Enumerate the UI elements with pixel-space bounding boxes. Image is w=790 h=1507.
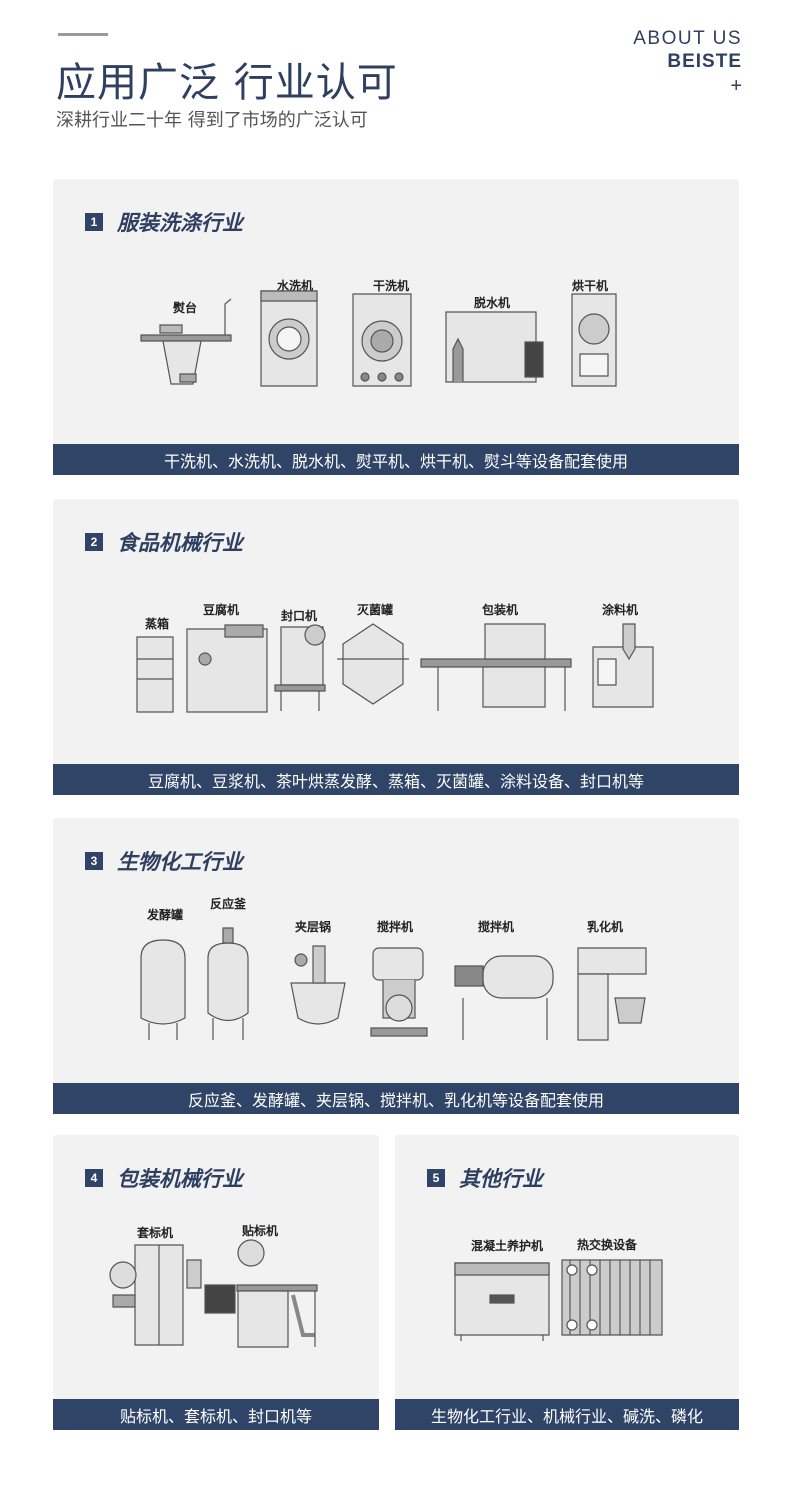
machine-label: 反应釜 xyxy=(210,897,247,911)
section-header: 5 其他行业 xyxy=(427,1163,543,1193)
machine-label: 发酵罐 xyxy=(147,908,184,922)
machine-label: 水洗机 xyxy=(277,279,314,293)
page-subtitle: 深耕行业二十年 得到了市场的广泛认可 xyxy=(56,110,368,131)
machine-label: 套标机 xyxy=(137,1226,174,1240)
section-header: 4 包装机械行业 xyxy=(85,1163,243,1193)
machine-label: 蒸箱 xyxy=(145,617,170,631)
machine-label: 包装机 xyxy=(482,603,519,617)
section-header: 1 服装洗涤行业 xyxy=(85,207,243,237)
section-caption: 豆腐机、豆浆机、茶叶烘蒸发酵、蒸箱、灭菌罐、涂料设备、封口机等 xyxy=(53,764,739,795)
laundry-machines-illustration xyxy=(53,179,739,444)
section-title: 生物化工行业 xyxy=(117,850,243,874)
packaging-machines-illustration xyxy=(53,1135,379,1399)
other-equipment-illustration xyxy=(395,1135,739,1399)
machine-label: 热交换设备 xyxy=(577,1238,638,1252)
section-caption: 反应釜、发酵罐、夹层锅、搅拌机、乳化机等设备配套使用 xyxy=(53,1083,739,1114)
section-other: 5 其他行业 混凝土养护机 热交换设备 生物化工行业、机械行业、碱洗、磷化 xyxy=(395,1135,739,1430)
page-title: 应用广泛 行业认可 xyxy=(56,60,398,106)
section-caption: 贴标机、套标机、封口机等 xyxy=(53,1399,379,1430)
section-title: 其他行业 xyxy=(459,1167,543,1191)
machine-label: 涂料机 xyxy=(602,603,639,617)
about-us-label: ABOUT US xyxy=(633,28,742,49)
section-title: 服装洗涤行业 xyxy=(117,211,243,235)
section-number: 1 xyxy=(85,213,103,231)
section-title: 包装机械行业 xyxy=(117,1167,243,1191)
machine-label: 灭菌罐 xyxy=(357,603,394,617)
machine-label: 豆腐机 xyxy=(203,603,240,617)
section-title: 食品机械行业 xyxy=(117,531,243,555)
brand-name: BEISTE xyxy=(667,51,742,72)
machine-label: 脱水机 xyxy=(474,296,511,310)
machine-label: 熨台 xyxy=(173,301,198,315)
section-food-machinery: 2 食品机械行业 蒸箱 豆腐机 封口机 灭菌罐 包装机 涂料机 豆腐机、豆 xyxy=(53,499,739,795)
machine-label: 烘干机 xyxy=(572,279,609,293)
section-number: 5 xyxy=(427,1169,445,1187)
machine-label: 夹层锅 xyxy=(295,920,332,934)
food-machines-illustration xyxy=(53,499,739,764)
section-header: 3 生物化工行业 xyxy=(85,846,243,876)
machine-label: 混凝土养护机 xyxy=(471,1239,544,1253)
section-header: 2 食品机械行业 xyxy=(85,527,243,557)
section-number: 2 xyxy=(85,533,103,551)
section-number: 4 xyxy=(85,1169,103,1187)
section-laundry: 1 服装洗涤行业 熨台 水洗机 干洗机 脱水机 烘干机 xyxy=(53,179,739,475)
section-caption: 干洗机、水洗机、脱水机、熨平机、烘干机、熨斗等设备配套使用 xyxy=(53,444,739,475)
machine-label: 搅拌机 xyxy=(377,920,414,934)
section-biochemical: 3 生物化工行业 发酵罐 反应釜 夹层锅 搅拌机 搅拌机 乳化机 反应釜、 xyxy=(53,818,739,1114)
machine-label: 干洗机 xyxy=(373,279,410,293)
machine-label: 搅拌机 xyxy=(478,920,515,934)
machine-label: 贴标机 xyxy=(242,1224,279,1238)
machine-label: 乳化机 xyxy=(587,920,624,934)
machine-label: 封口机 xyxy=(281,609,318,623)
section-packaging: 4 包装机械行业 套标机 贴标机 贴标机、套标机、封口机等 xyxy=(53,1135,379,1430)
section-number: 3 xyxy=(85,852,103,870)
biochemical-machines-illustration xyxy=(53,818,739,1083)
about-us-block: ABOUT US BEISTE + xyxy=(633,28,742,98)
section-caption: 生物化工行业、机械行业、碱洗、磷化 xyxy=(395,1399,739,1430)
plus-icon[interactable]: + xyxy=(730,75,742,97)
header-divider xyxy=(58,33,108,36)
